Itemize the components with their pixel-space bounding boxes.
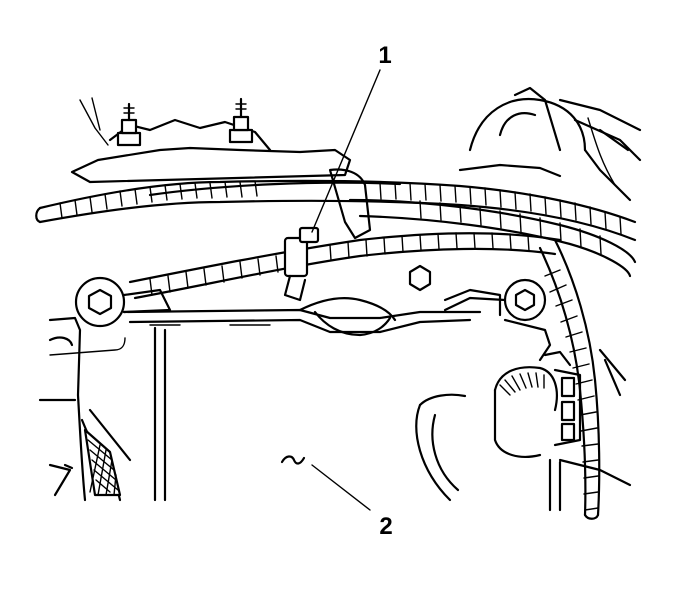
pan-surface-mark bbox=[280, 455, 306, 465]
callout-1-leader bbox=[311, 69, 381, 233]
harness-clip bbox=[283, 226, 320, 302]
lower-left-bracket bbox=[38, 398, 77, 497]
bolt-right bbox=[443, 278, 547, 322]
harness-nut bbox=[408, 264, 432, 292]
curved-hose bbox=[415, 393, 632, 512]
callout-2-leader bbox=[311, 464, 371, 511]
hatched-pad bbox=[83, 428, 122, 497]
mount-stud-right bbox=[228, 97, 254, 144]
callout-2-label: 2 bbox=[379, 513, 392, 540]
mount-stud-left bbox=[116, 102, 142, 147]
frame-rail bbox=[122, 288, 552, 362]
callout-1-label: 1 bbox=[378, 42, 391, 69]
upper-bracket bbox=[70, 97, 352, 184]
speed-sensor bbox=[493, 350, 582, 458]
callout-2: 2 bbox=[311, 464, 393, 540]
wiring-harness-lower bbox=[128, 232, 562, 300]
transmission-housing bbox=[48, 316, 167, 502]
bolt-left bbox=[74, 276, 172, 328]
top-right-hoses bbox=[458, 86, 642, 202]
callout-1: 1 bbox=[311, 42, 392, 233]
